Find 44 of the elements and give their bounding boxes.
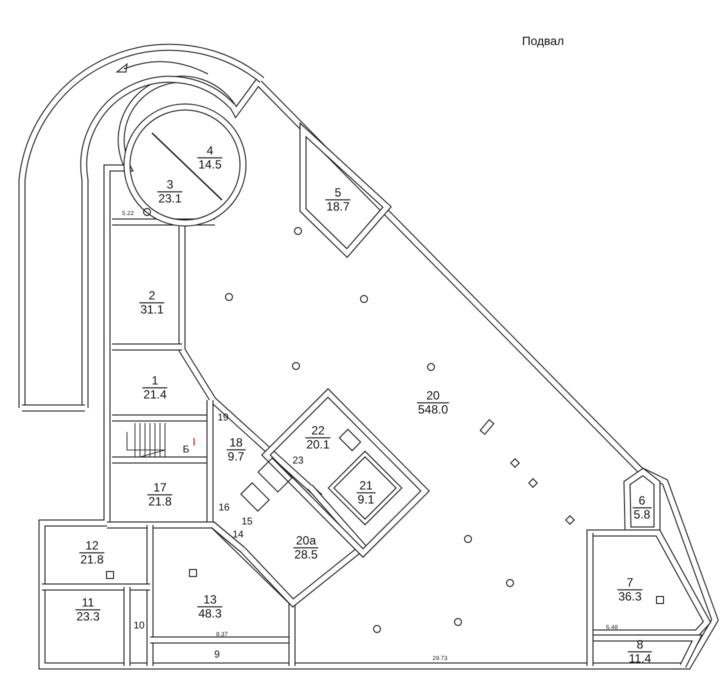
room-number: 13 <box>197 593 223 608</box>
room-area: 9.7 <box>226 450 246 464</box>
room-area: 28.5 <box>293 548 319 562</box>
room-number: 1 <box>142 374 168 388</box>
room-number: 3 <box>157 178 183 192</box>
room-number: 6 <box>632 494 652 508</box>
room-number: 16 <box>217 502 231 514</box>
room-area: 5.8 <box>632 508 652 522</box>
room-area: 548.0 <box>416 404 450 417</box>
room-area: 31.1 <box>139 304 165 317</box>
room-number: 12 <box>79 539 105 554</box>
room-number: 17 <box>147 481 173 496</box>
room-number: 5 <box>325 186 351 200</box>
room-number: 21 <box>356 479 376 494</box>
room-number: 11 <box>75 596 101 610</box>
room-area: 11.4 <box>628 652 652 666</box>
room-area: 23.1 <box>157 192 183 206</box>
room-number: 9 <box>213 650 221 660</box>
room-area: 21.4 <box>142 388 168 402</box>
marker-label: I <box>192 438 196 448</box>
room-number: 23 <box>291 456 305 466</box>
room-area: 18.7 <box>325 200 351 214</box>
room-number: 7 <box>617 576 643 590</box>
room-area: 20.1 <box>305 438 331 452</box>
room-number: Б <box>182 444 190 456</box>
room-number: 20 <box>416 389 450 404</box>
room-number: 10 <box>132 620 146 632</box>
room-number: 22 <box>305 424 331 438</box>
room-number: 19 <box>216 412 230 424</box>
room-area: 36.3 <box>617 590 643 604</box>
room-area: 14.5 <box>197 158 223 172</box>
room-area: 9.1 <box>356 494 376 507</box>
room-number: 8 <box>628 638 652 652</box>
room-number: 4 <box>197 144 223 158</box>
room-area: 21.8 <box>147 496 173 509</box>
room-area: 21.8 <box>79 554 105 567</box>
room-number: 14 <box>231 530 245 540</box>
room-area: 23.3 <box>75 610 101 624</box>
room-number: 18 <box>226 436 246 450</box>
plan-title: Подвал <box>522 34 564 48</box>
room-number: 20а <box>293 534 319 548</box>
room-area: 48.3 <box>197 608 223 621</box>
room-number: 2 <box>139 289 165 304</box>
room-number: 15 <box>240 516 254 528</box>
